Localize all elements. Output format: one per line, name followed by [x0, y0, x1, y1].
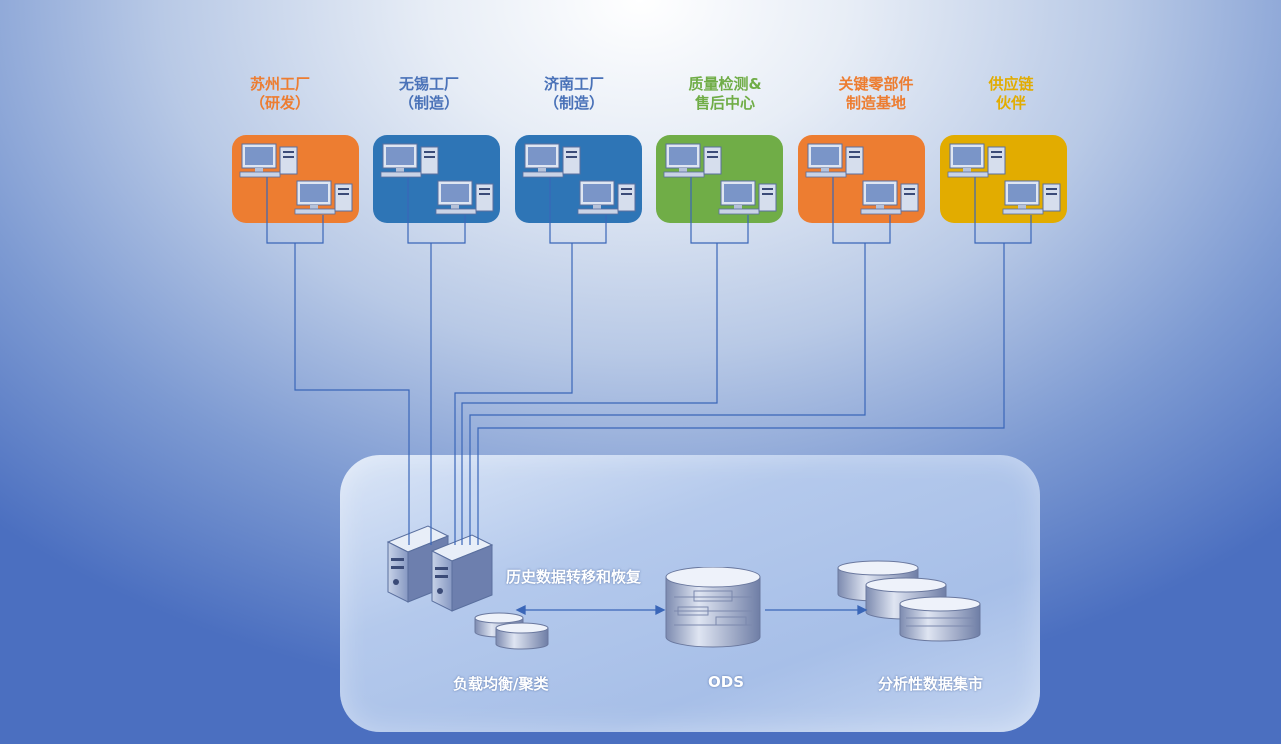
- site-label-jinan: 济南工厂 （制造）: [509, 75, 639, 113]
- site-label-parts: 关键零部件 制造基地: [811, 75, 941, 113]
- site-label-line2: 制造基地: [845, 94, 906, 112]
- desktop-computer-icon: [576, 180, 638, 220]
- database-cylinder-icon: [665, 567, 761, 648]
- site-label-line2: 伙伴: [995, 94, 1026, 112]
- desktop-computer-icon: [521, 143, 583, 183]
- desktop-computer-icon: [946, 143, 1008, 183]
- desktop-computer-icon: [293, 180, 355, 220]
- load-balance-label: 负载均衡/聚类: [453, 675, 549, 693]
- desktop-computer-icon: [804, 143, 866, 183]
- desktop-computer-icon: [1001, 180, 1063, 220]
- desktop-computer-icon: [662, 143, 724, 183]
- desktop-computer-icon: [717, 180, 779, 220]
- site-label-line2: 售后中心: [694, 94, 755, 112]
- ods-label: ODS: [708, 673, 745, 691]
- site-label-suzhou: 苏州工厂 （研发）: [215, 75, 345, 113]
- desktop-computer-icon: [434, 180, 496, 220]
- site-label-line1: 苏州工厂: [249, 75, 310, 93]
- desktop-computer-icon: [238, 143, 300, 183]
- site-label-line1: 无锡工厂: [398, 75, 459, 93]
- desktop-computer-icon: [379, 143, 441, 183]
- desktop-computer-icon: [859, 180, 921, 220]
- site-label-supply: 供应链 伙伴: [946, 75, 1076, 113]
- site-label-wuxi: 无锡工厂 （制造）: [364, 75, 494, 113]
- site-label-line2: （制造）: [398, 94, 459, 112]
- database-cylinder-icon: [837, 560, 981, 642]
- site-label-line1: 质量检测&: [688, 75, 762, 93]
- site-label-quality: 质量检测& 售后中心: [660, 75, 790, 113]
- history-transfer-label: 历史数据转移和恢复: [506, 568, 642, 586]
- server-icon: [430, 534, 494, 612]
- data-mart-label: 分析性数据集市: [878, 675, 984, 693]
- site-label-line2: （研发）: [249, 94, 310, 112]
- site-label-line1: 济南工厂: [543, 75, 604, 93]
- site-label-line1: 供应链: [988, 75, 1034, 93]
- database-cylinder-icon: [474, 612, 549, 650]
- site-label-line2: （制造）: [543, 94, 604, 112]
- site-label-line1: 关键零部件: [838, 75, 914, 93]
